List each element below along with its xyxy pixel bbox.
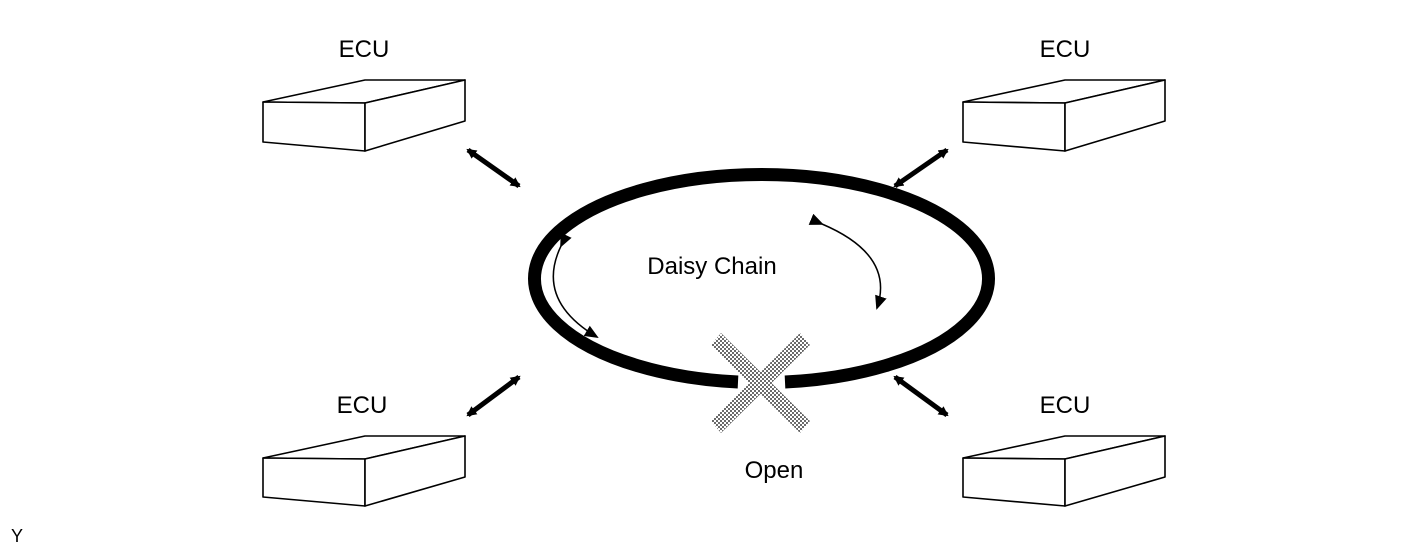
ecu-label-bottom-right: ECU <box>1040 392 1091 419</box>
link-arrow-bottom-right <box>893 374 949 418</box>
ecu-label-bottom-left: ECU <box>337 392 388 419</box>
open-break-mark <box>711 333 810 433</box>
flow-arrow-right <box>808 213 887 310</box>
flow-arrow-left <box>552 232 599 339</box>
ecu-box-top-left <box>262 79 466 152</box>
ecu-label-top-right: ECU <box>1040 36 1091 63</box>
link-arrow-bottom-left <box>466 374 521 418</box>
ecu-box-top-right <box>962 79 1166 152</box>
ring-label: Daisy Chain <box>647 253 776 280</box>
open-label: Open <box>745 457 804 484</box>
ecu-label-top-left: ECU <box>339 36 390 63</box>
ecu-box-bottom-left <box>262 435 466 507</box>
corner-mark: Y <box>11 526 23 546</box>
link-arrow-top-right <box>893 147 949 189</box>
link-arrow-top-left <box>466 147 521 189</box>
ecu-box-bottom-right <box>962 435 1166 507</box>
